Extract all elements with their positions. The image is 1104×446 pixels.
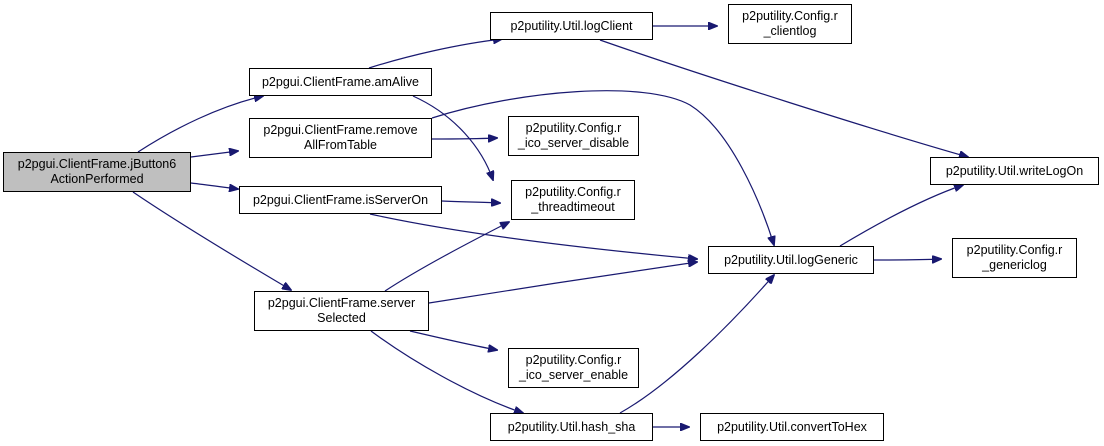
- node-label: p2putility.Config.r _ico_server_enable: [518, 353, 629, 382]
- edge-serverSelected-to-icoEnable: [409, 330, 497, 350]
- node-label: p2putility.Config.r _clientlog: [742, 9, 838, 38]
- edge-isServerOn-to-logGeneric: [369, 213, 697, 259]
- node-label: p2putility.Util.logClient: [510, 18, 633, 33]
- node-icoEnable[interactable]: p2putility.Config.r _ico_server_enable: [508, 348, 639, 388]
- edge-root-to-isServerOn: [190, 182, 238, 189]
- node-root[interactable]: p2pgui.ClientFrame.jButton6 ActionPerfor…: [3, 152, 191, 192]
- edge-amAlive-to-threadtimeout: [412, 95, 493, 180]
- node-genericlog[interactable]: p2putility.Config.r _genericlog: [952, 238, 1077, 278]
- node-label: p2pgui.ClientFrame.server Selected: [267, 296, 416, 325]
- node-logClient[interactable]: p2putility.Util.logClient: [490, 12, 653, 40]
- edge-logClient-to-writeLogOn: [599, 39, 968, 157]
- node-icoDisable[interactable]: p2putility.Config.r _ico_server_disable: [508, 116, 639, 156]
- edge-removeAll-to-icoDisable: [431, 138, 497, 139]
- node-label: p2putility.Config.r _genericlog: [966, 243, 1063, 272]
- node-amAlive[interactable]: p2pgui.ClientFrame.amAlive: [249, 68, 432, 96]
- node-label: p2putility.Util.writeLogOn: [945, 163, 1084, 178]
- edge-amAlive-to-logClient: [368, 39, 502, 69]
- edge-serverSelected-to-logGeneric: [428, 262, 697, 304]
- edge-removeAll-to-logGeneric: [431, 90, 774, 245]
- edge-root-to-amAlive: [137, 96, 263, 153]
- node-label: p2putility.Util.logGeneric: [724, 252, 858, 267]
- node-logGeneric[interactable]: p2putility.Util.logGeneric: [708, 246, 874, 274]
- node-label: p2pgui.ClientFrame.isServerOn: [252, 192, 429, 207]
- node-writeLogOn[interactable]: p2putility.Util.writeLogOn: [930, 157, 1099, 185]
- node-convertToHex[interactable]: p2putility.Util.convertToHex: [700, 413, 884, 441]
- node-label: p2pgui.ClientFrame.amAlive: [261, 74, 419, 89]
- node-hashSha[interactable]: p2putility.Util.hash_sha: [490, 413, 653, 441]
- node-label: p2putility.Util.convertToHex: [717, 419, 867, 434]
- edge-logGeneric-to-genericlog: [873, 259, 941, 260]
- edge-logGeneric-to-writeLogOn: [839, 185, 963, 247]
- node-label: p2putility.Config.r _threadtimeout: [525, 185, 621, 214]
- node-threadtimeout[interactable]: p2putility.Config.r _threadtimeout: [511, 180, 635, 220]
- edge-root-to-serverSelected: [132, 191, 291, 290]
- edge-hashSha-to-logGeneric: [619, 275, 774, 414]
- node-label: p2pgui.ClientFrame.remove AllFromTable: [263, 123, 418, 152]
- node-label: p2pgui.ClientFrame.jButton6 ActionPerfor…: [17, 157, 177, 186]
- node-removeAll[interactable]: p2pgui.ClientFrame.remove AllFromTable: [249, 118, 432, 158]
- node-serverSelected[interactable]: p2pgui.ClientFrame.server Selected: [254, 291, 429, 331]
- node-label: p2putility.Util.hash_sha: [507, 419, 636, 434]
- edge-serverSelected-to-hashSha: [370, 330, 523, 413]
- edge-isServerOn-to-threadtimeout: [441, 201, 500, 203]
- edge-root-to-removeAll: [190, 151, 238, 158]
- node-isServerOn[interactable]: p2pgui.ClientFrame.isServerOn: [239, 186, 442, 214]
- node-clientlog[interactable]: p2putility.Config.r _clientlog: [728, 4, 852, 44]
- node-label: p2putility.Config.r _ico_server_disable: [517, 121, 630, 150]
- edge-serverSelected-to-threadtimeout: [384, 222, 509, 292]
